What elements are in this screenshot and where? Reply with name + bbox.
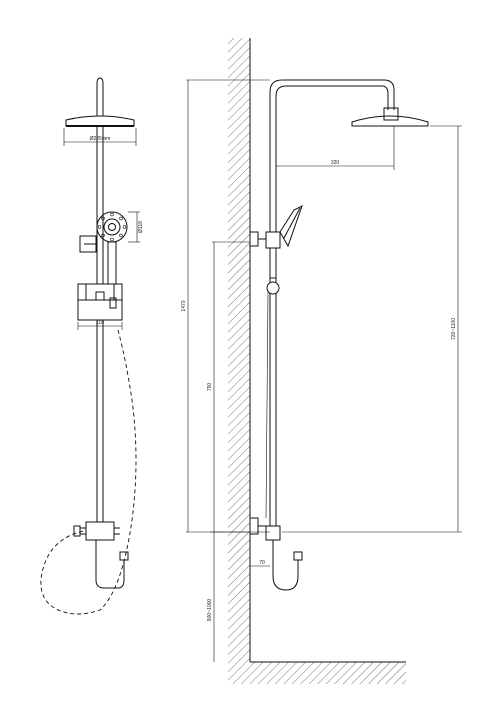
front-holder-bracket (79, 235, 97, 253)
riser-label: 750 (207, 383, 213, 392)
front-hand-shower-handle (107, 241, 117, 285)
side-view (186, 38, 462, 684)
hand-shower-diameter-label: Ø118 (138, 221, 144, 233)
front-shower-head (65, 115, 135, 127)
front-flexible-hose (40, 329, 137, 615)
front-diverter-block (77, 283, 123, 321)
side-riser-and-arm (269, 79, 395, 232)
floor-section (228, 662, 406, 684)
front-top-arm (96, 77, 104, 118)
side-hose-loop (272, 540, 299, 591)
total-height-label: 1470 (181, 300, 187, 311)
floor-height-label: 900~1000 (207, 599, 213, 622)
offset-label: 70 (259, 560, 265, 566)
bracket-width-label: 110 (96, 320, 104, 326)
front-bottom-valve (85, 521, 115, 541)
head-diameter-label: Ø225mm (90, 136, 111, 142)
front-wall-outlet (119, 551, 129, 561)
front-hand-shower (96, 211, 128, 243)
side-shower-head (351, 115, 429, 127)
side-wall-outlet (293, 551, 303, 561)
side-main-rod (269, 231, 277, 533)
front-view (40, 77, 140, 615)
side-bottom-valve (265, 525, 281, 541)
side-holder (265, 231, 281, 249)
side-hand-shower (279, 205, 303, 248)
side-lower-wall-bracket (249, 517, 259, 535)
wall-section (228, 38, 250, 662)
side-upper-wall-bracket (249, 231, 259, 247)
side-slider-knob (266, 281, 280, 295)
adjustable-range-label: 720~1100 (451, 318, 457, 340)
arm-reach-label: 320 (331, 160, 340, 166)
